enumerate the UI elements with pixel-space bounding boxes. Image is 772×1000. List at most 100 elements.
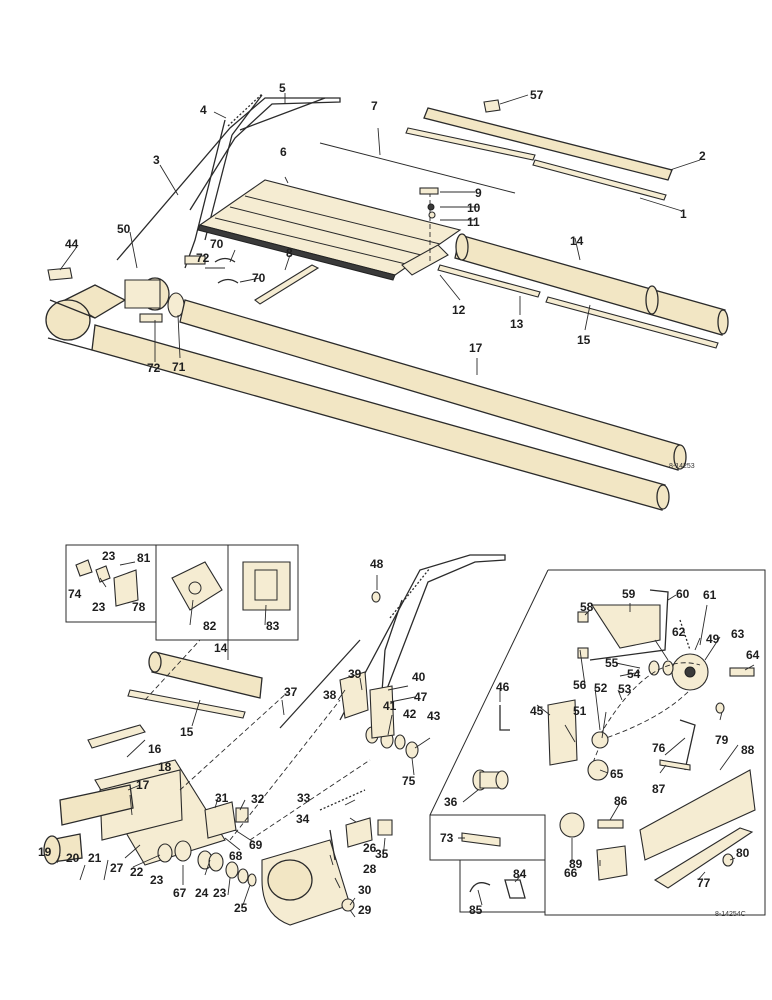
bottom-right-assembly xyxy=(429,569,766,916)
label-69: 69 xyxy=(249,838,263,852)
label-16: 16 xyxy=(148,742,162,756)
label-34: 34 xyxy=(296,812,310,826)
label-50: 50 xyxy=(117,222,131,236)
reference-line xyxy=(319,142,516,194)
label-87: 87 xyxy=(652,782,666,796)
label-64: 64 xyxy=(746,648,760,662)
label-47: 47 xyxy=(414,690,428,704)
label-9: 9 xyxy=(475,186,482,200)
label-23b: 23 xyxy=(92,600,106,614)
label-14a: 14 xyxy=(570,234,584,248)
label-49: 49 xyxy=(706,632,720,646)
label-5: 5 xyxy=(279,81,286,95)
label-1: 1 xyxy=(680,207,687,221)
label-27: 27 xyxy=(110,861,124,875)
label-37: 37 xyxy=(284,685,298,699)
label-46: 46 xyxy=(496,680,510,694)
label-78: 78 xyxy=(132,600,146,614)
label-74: 74 xyxy=(68,587,82,601)
label-43: 43 xyxy=(427,709,441,723)
label-29: 29 xyxy=(358,903,372,917)
label-12: 12 xyxy=(452,303,466,317)
label-38: 38 xyxy=(323,688,337,702)
label-23a: 23 xyxy=(102,549,116,563)
label-31: 31 xyxy=(215,791,229,805)
label-71: 71 xyxy=(172,360,186,374)
label-14b: 14 xyxy=(214,641,228,655)
label-72a: 72 xyxy=(196,251,210,265)
label-83: 83 xyxy=(266,619,280,633)
label-41: 41 xyxy=(383,699,397,713)
inset-box-84 xyxy=(459,859,546,913)
label-30: 30 xyxy=(358,883,372,897)
label-55: 55 xyxy=(605,656,619,670)
slat xyxy=(254,264,320,305)
label-67: 67 xyxy=(173,886,187,900)
label-61: 61 xyxy=(703,588,717,602)
lift-arm-brace xyxy=(184,94,326,269)
label-88: 88 xyxy=(741,743,755,757)
label-59: 59 xyxy=(622,587,636,601)
label-68: 68 xyxy=(229,849,243,863)
inset-box-3 xyxy=(227,544,299,641)
label-17a: 17 xyxy=(469,341,483,355)
label-84: 84 xyxy=(513,867,527,881)
label-35: 35 xyxy=(375,847,389,861)
bolt-57 xyxy=(483,99,501,113)
label-3: 3 xyxy=(153,153,160,167)
label-19: 19 xyxy=(38,845,52,859)
leader-lines xyxy=(56,93,755,918)
lift-frame-2 xyxy=(339,554,506,721)
spring-coil xyxy=(227,93,263,127)
label-15b: 15 xyxy=(180,725,194,739)
label-45: 45 xyxy=(530,704,544,718)
long-roller-lower xyxy=(91,324,666,511)
label-32: 32 xyxy=(251,792,265,806)
label-76: 76 xyxy=(652,741,666,755)
label-63: 63 xyxy=(731,627,745,641)
label-89: 89 xyxy=(569,857,583,871)
figure-code-top: 8-14253 xyxy=(669,463,695,470)
label-52: 52 xyxy=(594,681,608,695)
label-42: 42 xyxy=(403,707,417,721)
label-81: 81 xyxy=(137,551,151,565)
label-11: 11 xyxy=(467,215,480,229)
label-23c: 23 xyxy=(150,873,164,887)
bottom-left-assembly xyxy=(43,544,506,926)
label-22: 22 xyxy=(130,865,144,879)
label-33: 33 xyxy=(297,791,311,805)
long-roller-upper xyxy=(179,299,681,471)
upper-strip-2 xyxy=(532,159,667,201)
label-25: 25 xyxy=(234,901,248,915)
label-24: 24 xyxy=(195,886,209,900)
label-36: 36 xyxy=(444,795,458,809)
mount-plate xyxy=(401,244,449,276)
label-82: 82 xyxy=(203,619,217,633)
label-54: 54 xyxy=(627,667,641,681)
label-75: 75 xyxy=(402,774,416,788)
label-10: 10 xyxy=(467,201,481,215)
label-85: 85 xyxy=(469,903,483,917)
callout-labels: 57 2 1 5 4 7 3 6 9 10 11 14 50 44 70 72 … xyxy=(38,81,760,918)
label-62: 62 xyxy=(672,625,686,639)
lift-arm-frame xyxy=(116,97,341,261)
label-51: 51 xyxy=(573,704,587,718)
label-7: 7 xyxy=(371,99,378,113)
label-15a: 15 xyxy=(577,333,591,347)
label-39: 39 xyxy=(348,667,362,681)
label-48: 48 xyxy=(370,557,384,571)
label-44: 44 xyxy=(65,237,79,251)
label-18: 18 xyxy=(158,760,172,774)
label-4: 4 xyxy=(200,103,207,117)
label-23d: 23 xyxy=(213,886,227,900)
label-28: 28 xyxy=(363,862,377,876)
label-66: 66 xyxy=(564,866,578,880)
label-80: 80 xyxy=(736,846,750,860)
label-8: 8 xyxy=(286,246,293,260)
label-56: 56 xyxy=(573,678,587,692)
label-72b: 72 xyxy=(147,361,161,375)
label-58: 58 xyxy=(580,600,594,614)
label-21: 21 xyxy=(88,851,102,865)
plate-44 xyxy=(47,267,73,281)
